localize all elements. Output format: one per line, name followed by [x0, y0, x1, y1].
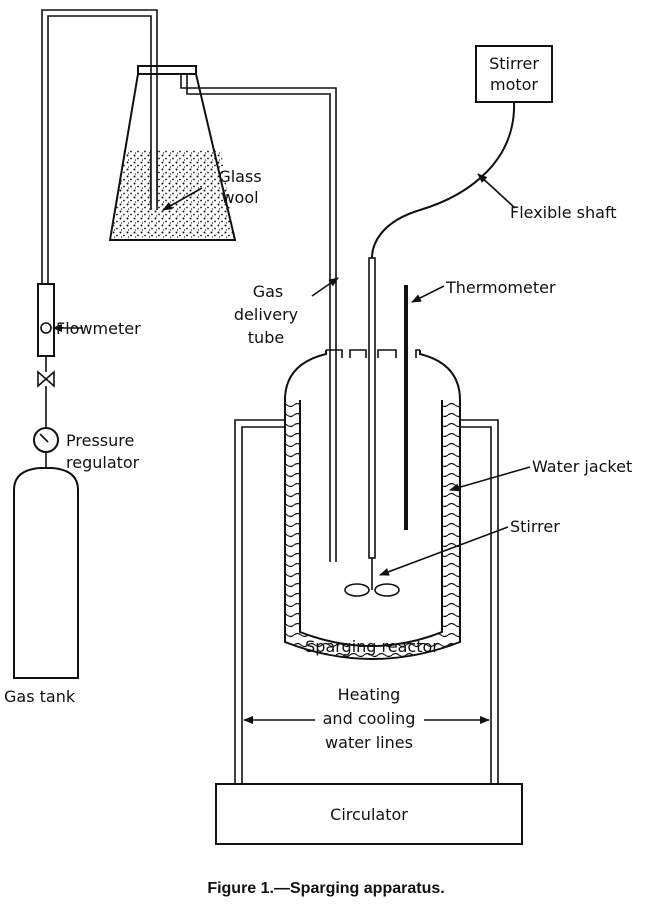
- circulator: Circulator: [215, 783, 523, 845]
- thermometer-label: Thermometer: [445, 278, 556, 297]
- glass-wool-flask: [108, 65, 237, 241]
- stirrer-motor-label-1: Stirrer: [489, 54, 539, 73]
- gas-delivery-label-2: delivery: [234, 305, 298, 324]
- gas-delivery-label-3: tube: [248, 328, 284, 347]
- sparging-reactor: [284, 349, 461, 660]
- pressure-regulator-label-2: regulator: [66, 453, 140, 472]
- stirrer-label: Stirrer: [510, 517, 560, 536]
- gas-tank: [13, 467, 79, 679]
- figure-caption: Figure 1.—Sparging apparatus.: [207, 880, 444, 897]
- leader-arrows: [52, 173, 531, 724]
- sparging-reactor-label: Sparging reactor: [305, 637, 439, 656]
- gas-supply-line: [41, 9, 158, 284]
- circulator-label: Circulator: [330, 805, 408, 824]
- water-jacket-label: Water jacket: [532, 457, 632, 476]
- heating-label-1: Heating: [338, 685, 401, 704]
- flowmeter-label: Flowmeter: [56, 319, 141, 338]
- valve: [37, 370, 55, 428]
- water-lines: [234, 419, 499, 784]
- gas-delivery-tube: [180, 74, 337, 562]
- pressure-regulator: [33, 427, 59, 468]
- pressure-regulator-label-1: Pressure: [66, 431, 134, 450]
- glass-wool-label-2: wool: [221, 188, 258, 207]
- stirrer-motor-label-2: motor: [490, 75, 538, 94]
- flowmeter: [37, 283, 55, 372]
- gas-delivery-label-1: Gas: [253, 282, 284, 301]
- gas-tank-label: Gas tank: [4, 687, 76, 706]
- flexible-shaft-label: Flexible shaft: [510, 203, 617, 222]
- glass-wool-label-1: Glass: [218, 167, 261, 186]
- heating-label-3: water lines: [325, 733, 413, 752]
- stirrer-motor: Stirrer motor: [475, 45, 553, 103]
- heating-label-2: and cooling: [323, 709, 416, 728]
